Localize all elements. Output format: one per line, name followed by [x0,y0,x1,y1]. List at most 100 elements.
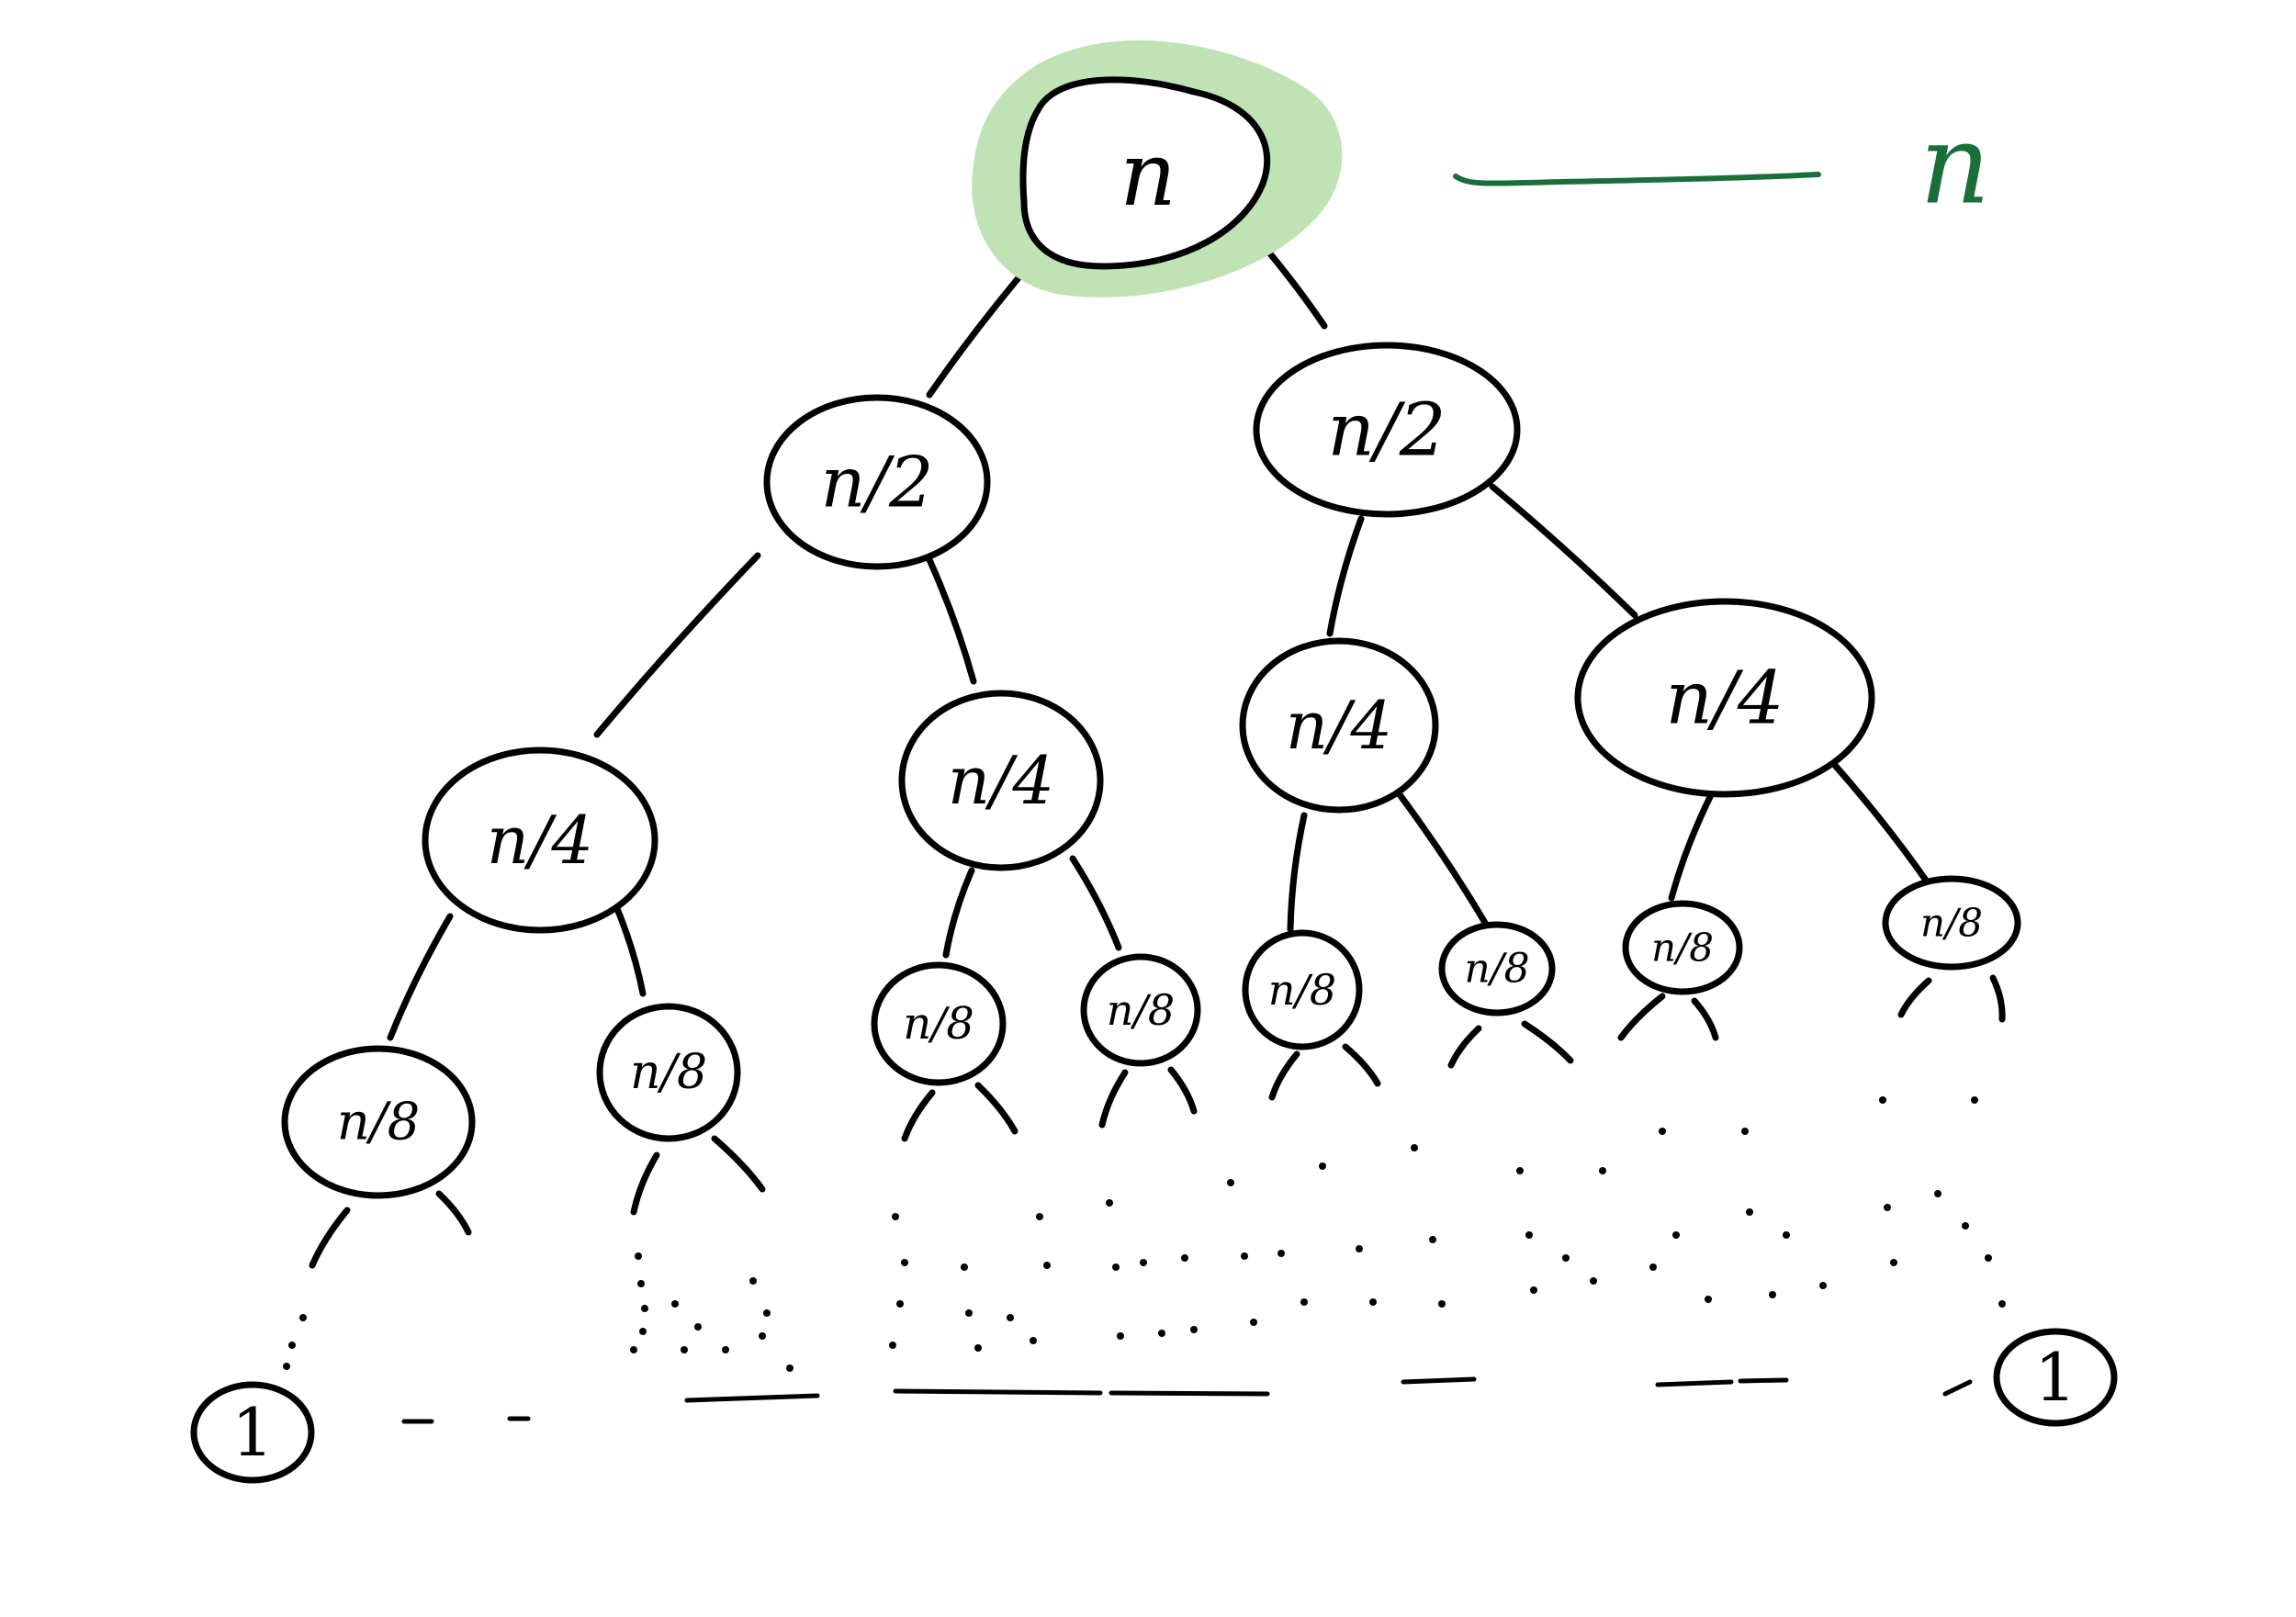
continuation-dot [1319,1162,1326,1170]
continuation-dot [283,1363,290,1370]
continuation-dot [1411,1144,1418,1151]
node-half-right: n/2 [1253,342,1521,518]
tree-edge-stub [1897,977,1932,1018]
continuation-dot [1649,1263,1657,1271]
continuation-dot [1007,1314,1014,1321]
node-eighth-4-outline [1080,953,1201,1067]
tree-edge [1489,483,1638,619]
level-cost-label: n [1919,102,1990,230]
continuation-dot [1769,1291,1776,1298]
continuation-dot [1599,1167,1606,1174]
node-eighth-8-label: n/8 [1920,901,1983,946]
continuation-dot [1227,1179,1234,1186]
tree-edge-stub [435,1190,472,1236]
continuation-dot [1741,1128,1749,1135]
continuation-dot [288,1342,296,1349]
continuation-dot [1277,1250,1285,1257]
node-eighth-8: n/8 [1882,875,2021,971]
continuation-dot [974,1344,982,1352]
continuation-dot [671,1300,679,1308]
tree-edge-stub [901,1089,936,1142]
tree-edge [942,867,975,959]
tree-edge-stub [630,1151,660,1216]
tree-edge [1326,515,1365,637]
tree-edges [309,217,2006,1269]
continuation-dot [1934,1190,1941,1197]
node-root: n [1019,76,1271,270]
node-quarter-1: n/4 [422,747,658,934]
node-half-left: n/2 [763,394,991,570]
leaf-right: 1 [1993,1328,2118,1427]
node-eighth-2-label: n/8 [630,1045,707,1100]
continuation-marks [283,1096,2006,1424]
tree-edge [610,896,647,997]
continuation-dot [1241,1252,1248,1260]
continuation-dot [1036,1213,1043,1220]
node-eighth-4-label: n/8 [1107,985,1175,1035]
continuation-dot [1106,1199,1113,1207]
tree-edge-stub [309,1207,351,1269]
node-quarter-1-label: n/4 [487,802,593,879]
continuation-dot [889,1342,896,1349]
node-eighth-5-label: n/8 [1268,965,1336,1015]
continuation-dot [1962,1222,1969,1230]
continuation-dot [1998,1300,2006,1308]
continuation-dot [1030,1337,1037,1344]
continuation-dot [759,1332,766,1340]
continuation-dot [965,1309,973,1317]
node-eighth-2-outline [596,1003,741,1142]
continuation-dot [1705,1296,1712,1303]
continuation-dot [1181,1254,1188,1262]
continuation-dot [1525,1231,1533,1239]
tree-edge [387,913,454,1041]
continuation-dot [641,1305,648,1312]
node-eighth-7-outline [1622,900,1743,995]
continuation-dot [1112,1263,1120,1271]
continuation-dot [1429,1236,1436,1243]
tree-edge-stub [711,1135,766,1193]
tree-edge [1668,793,1714,902]
continuation-dot [1190,1326,1198,1333]
continuation-dot [1746,1208,1753,1216]
node-eighth-1-outline [281,1045,476,1199]
node-eighth-7: n/8 [1622,900,1743,995]
node-root-label: n [1120,123,1176,226]
leaf-left-label: 1 [231,1394,274,1471]
node-quarter-2: n/4 [898,690,1104,871]
continuation-dash [893,1388,1103,1396]
tree-edge [1069,855,1122,951]
node-quarter-1-outline [422,747,658,934]
node-quarter-2-label: n/4 [948,742,1054,819]
node-eighth-6-label: n/8 [1464,946,1529,993]
continuation-dot [892,1213,899,1220]
continuation-dot [1300,1298,1308,1306]
continuation-dash [1942,1379,1973,1397]
node-eighth-6-outline [1438,921,1556,1016]
continuation-dot [1530,1286,1537,1294]
continuation-dot [635,1252,642,1260]
continuation-dot [1783,1231,1790,1239]
continuation-dot [1659,1128,1666,1135]
tree-edge [593,552,761,738]
node-eighth-1-label: n/8 [337,1093,421,1152]
continuation-dot [1562,1254,1570,1262]
tree-edge [924,552,977,685]
tree-edge-stub [1342,1043,1381,1087]
node-root-outline [1019,76,1271,270]
tree-edge [1287,812,1308,933]
node-eighth-3-outline [871,961,1007,1086]
continuation-dot [896,1300,904,1308]
continuation-dot [1819,1282,1827,1289]
continuation-dot [299,1314,307,1321]
tree-edge-stub [1167,1066,1198,1115]
node-eighth-2: n/8 [596,1003,741,1142]
continuation-dot [1590,1277,1597,1285]
continuation-dot [1672,1231,1680,1239]
continuation-dash [684,1393,820,1403]
continuation-dot [1043,1262,1051,1269]
continuation-dot [1890,1259,1897,1266]
continuation-dot [1438,1300,1446,1308]
